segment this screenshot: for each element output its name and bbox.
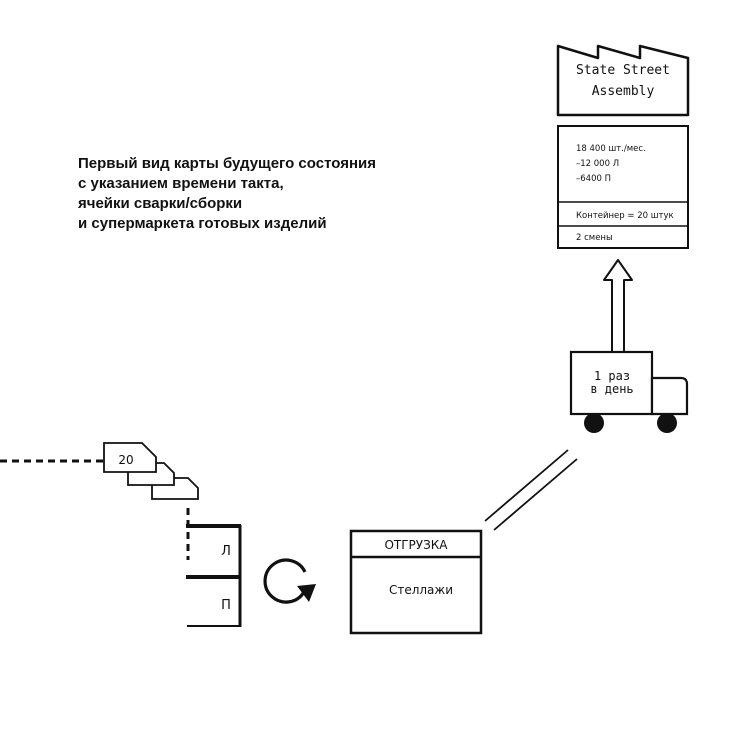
customer-demand-left: –12 000 Л: [576, 159, 619, 169]
shipping-body: Стеллажи: [389, 583, 453, 597]
kanban-quantity: 20: [118, 453, 133, 467]
supermarket-left-label: Л: [221, 544, 231, 559]
customer-data-box: 18 400 шт./мес. –12 000 Л –6400 П Контей…: [557, 125, 689, 249]
customer-name-line1: State Street: [576, 63, 670, 78]
caption-line-4: и супермаркета готовых изделий: [78, 215, 327, 232]
shipping-box: ОТГРУЗКА Стеллажи: [349, 529, 483, 635]
supermarket-right-label: П: [221, 598, 231, 613]
truck-frequency-line2: в день: [590, 382, 633, 396]
customer-shifts: 2 смены: [576, 233, 613, 243]
caption-line-1: Первый вид карты будущего состояния: [78, 155, 376, 172]
customer-container-size: Контейнер = 20 штук: [576, 211, 674, 221]
caption-line-2: с указанием времени такта,: [78, 175, 284, 192]
shipping-title: ОТГРУЗКА: [384, 538, 448, 552]
shipment-arrow-icon: [603, 259, 633, 353]
pull-circle-arrow-icon: [263, 558, 316, 604]
truck-icon: 1 раз в день: [569, 350, 689, 433]
customer-factory-icon: State Street Assembly: [556, 44, 690, 117]
shipping-to-truck-connector: [484, 449, 578, 531]
customer-demand: 18 400 шт./мес.: [576, 144, 646, 154]
diagram-caption: Первый вид карты будущего состояния с ук…: [78, 154, 438, 234]
customer-demand-right: –6400 П: [576, 174, 611, 184]
kanban-card-stack: 20: [103, 442, 199, 500]
finished-goods-supermarket: Л П: [186, 524, 242, 627]
truck-frequency-line1: 1 раз: [594, 369, 630, 383]
caption-line-3: ячейки сварки/сборки: [78, 195, 243, 212]
customer-name-line2: Assembly: [592, 84, 655, 99]
